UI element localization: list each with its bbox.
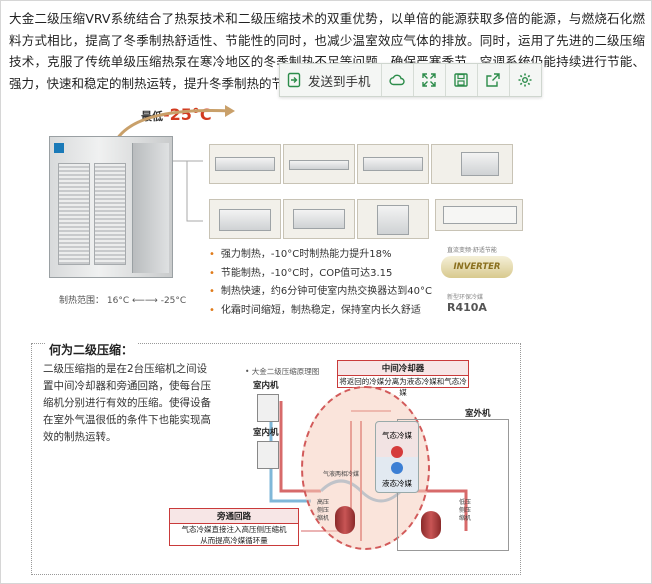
ceiling-unit-image (293, 209, 345, 229)
unit-side-panel (132, 143, 169, 273)
r410a-caption: 新型环保冷媒 (447, 294, 484, 301)
save-icon (453, 72, 469, 88)
indoor-unit-1-label: 室内机 (253, 381, 279, 391)
inverter-caption: 直流变频·舒适节能 (447, 247, 497, 254)
inverter-badge: INVERTER (441, 256, 513, 278)
cloud-button[interactable] (382, 64, 414, 96)
wall-mounted-unit-image (443, 206, 517, 224)
outdoor-unit-label: 室外机 (465, 409, 491, 419)
article-paragraph: 大金二级压缩VRV系统结合了热泵技术和二级压缩技术的双重优势，以单倍的能源获取多… (9, 11, 645, 91)
unit-grill (58, 163, 90, 265)
range-arrow-icon: ⟵⟶ (132, 296, 158, 306)
range-high: -25°C (160, 296, 187, 306)
unit-grill (94, 163, 126, 265)
liquid-refrigerant-label: 液态冷媒 (382, 479, 412, 488)
intercooler-vessel: 气态冷媒 液态冷媒 (375, 421, 419, 493)
intercooler-desc: 将返回的冷媒分离为液态冷媒和气态冷媒 (339, 377, 467, 397)
feature-list: •强力制热，-10°C时制热能力提升18% •节能制热，-10°C时，COP值可… (209, 246, 432, 320)
low-pressure-compressor-label: 低压侧压缩机 (459, 499, 472, 522)
bypass-title: 旁通回路 (170, 509, 298, 524)
share-button[interactable] (478, 64, 510, 96)
indoor-unit-2-label: 室内机 (253, 428, 279, 438)
settings-button[interactable] (510, 64, 541, 96)
share-icon (485, 72, 501, 88)
high-pressure-compressor-icon (335, 506, 355, 534)
cassette-unit-image (219, 209, 271, 231)
feature-item: •制热快速，约6分钟可使室内热交换器达到40°C (209, 286, 432, 297)
section-text: 二级压缩指的是在2台压缩机之间设置中间冷却器和旁通回路，使每台压缩机分别进行有效… (43, 363, 211, 443)
fullscreen-icon (421, 72, 437, 88)
r410a-label: R410A (447, 301, 487, 314)
cloud-icon (389, 72, 405, 88)
settings-icon (517, 72, 533, 88)
outdoor-unit-image (49, 136, 173, 278)
slim-duct-unit-image (289, 160, 349, 170)
ducted-unit-image (215, 157, 275, 171)
two-stage-box (31, 343, 521, 575)
gas-bubble-icon (391, 446, 403, 458)
floor-unit-image (461, 152, 499, 176)
send-to-phone-label: 发送到手机 (308, 73, 371, 89)
send-to-phone-button[interactable]: 发送到手机 (280, 64, 382, 96)
feature-item: •化霜时间缩短，制热稳定，保持室内长久舒适 (209, 304, 421, 316)
r410a-badge: 新型环保冷媒 R410A (447, 292, 487, 314)
gas-liquid-label: 气液两相冷媒 (323, 471, 360, 478)
fullscreen-button[interactable] (414, 64, 446, 96)
bypass-panel: 旁通回路 气态冷媒直接注入高压侧压缩机 从而提高冷媒循环量 (169, 508, 299, 546)
range-low: 16°C (106, 296, 130, 306)
temp-arc-arrow-icon (115, 105, 235, 140)
liquid-bubble-icon (391, 462, 403, 474)
save-button[interactable] (446, 64, 478, 96)
daikin-logo-icon (54, 143, 64, 153)
intercooler-title: 中间冷却器 (338, 361, 468, 376)
floor-standing-unit-image (377, 205, 409, 235)
bypass-desc-2: 从而提高冷媒循环量 (200, 536, 268, 545)
heating-range: 制热范围： 16°C ⟵⟶ -25°C (59, 293, 186, 306)
feature-item: •节能制热，-10°C时，COP值可达3.15 (209, 267, 393, 279)
low-pressure-compressor-icon (421, 511, 441, 539)
feature-item: •强力制热，-10°C时制热能力提升18% (209, 249, 392, 260)
section-title: 何为二级压缩： (45, 341, 138, 358)
floating-toolbar: 发送到手机 (279, 63, 542, 97)
send-to-phone-icon (286, 72, 302, 88)
indoor-unit-2-icon (257, 441, 279, 469)
connection-lines (173, 160, 203, 222)
range-label: 制热范围： (59, 296, 105, 306)
indoor-unit-1-icon (257, 394, 279, 422)
bypass-desc-1: 气态冷媒直接注入高压侧压缩机 (181, 525, 287, 534)
concealed-unit-image (363, 157, 423, 171)
intercooler-panel: 中间冷却器 将返回的冷媒分离为液态冷媒和气态冷媒 (337, 360, 469, 397)
high-pressure-compressor-label: 高压侧压缩机 (317, 499, 330, 522)
diagram-title: • 大金二级压缩原理图 (245, 367, 320, 376)
gas-refrigerant-label: 气态冷媒 (382, 431, 412, 440)
